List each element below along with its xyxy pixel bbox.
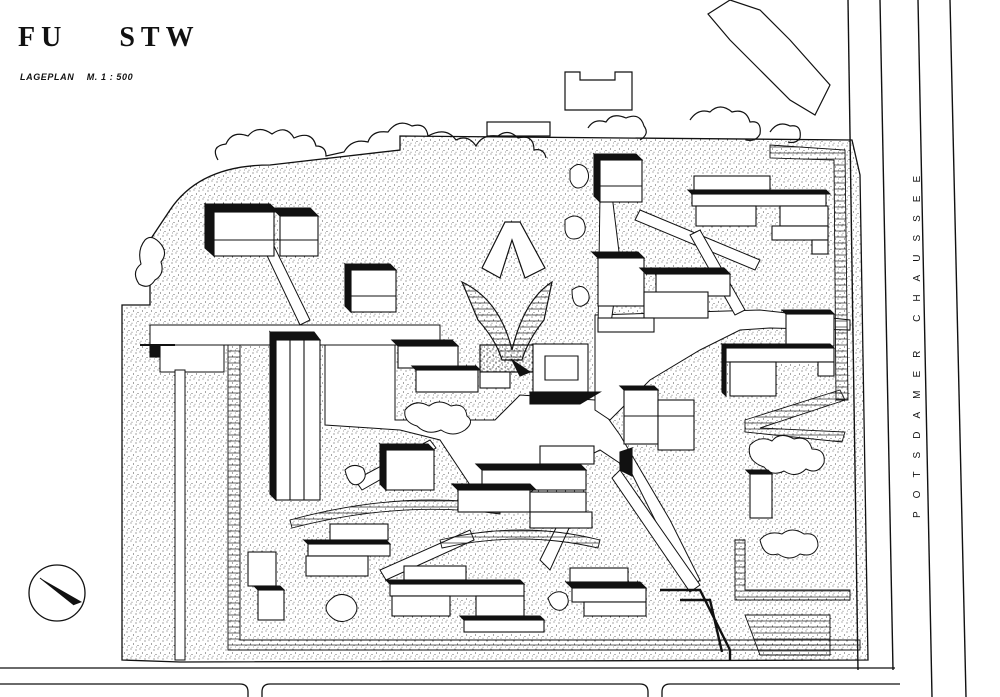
inner-trees [325, 164, 825, 622]
street-label-text: POTSDAMER CHAUSSEE [912, 162, 923, 518]
building-center-west [390, 339, 511, 393]
tree-line [214, 106, 801, 161]
bottom-road [0, 667, 900, 697]
building-long-slab [268, 330, 322, 502]
neighbouring-buildings [486, 0, 831, 137]
corner-path [660, 588, 732, 660]
buildings [140, 152, 836, 633]
building-west-gate [140, 344, 175, 358]
building-sw-small [247, 551, 286, 621]
drawing-subtitle: LAGEPLAN M. 1 : 500 [20, 72, 134, 82]
building-east [720, 309, 836, 398]
building-center-square [510, 343, 602, 405]
building-n-small [343, 262, 398, 314]
building-nw [203, 202, 320, 258]
street-label: POTSDAMER CHAUSSEE [895, 60, 941, 620]
building-se [564, 567, 648, 617]
building-n-center [592, 152, 644, 204]
drawing-title: FU STW [18, 22, 200, 53]
building-center-east [618, 385, 695, 477]
left-trees [134, 236, 166, 287]
building-south [384, 565, 546, 633]
north-arrow-icon [28, 564, 86, 622]
building-sw [302, 523, 392, 577]
ramps [227, 144, 861, 656]
building-ne-center [590, 251, 732, 333]
building-center-south [378, 442, 595, 529]
building-ne [686, 175, 832, 255]
building-east-small [744, 469, 774, 519]
